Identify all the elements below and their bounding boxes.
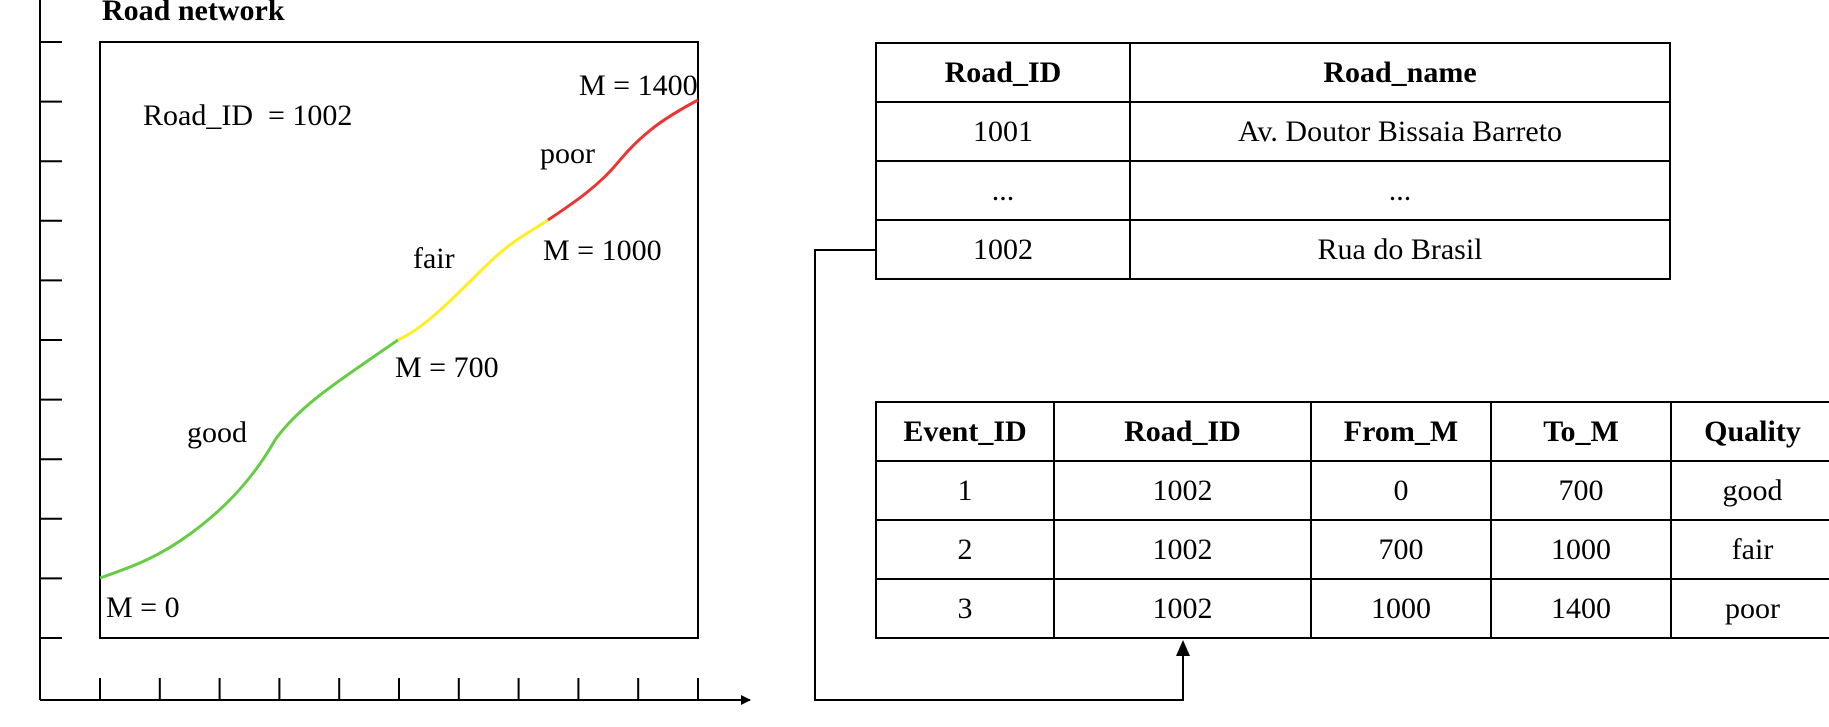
table-cell: ... xyxy=(875,160,1131,221)
measure-label-0: M = 0 xyxy=(106,591,180,624)
event-table: Event_ID Road_ID From_M To_M Quality 1 1… xyxy=(875,401,1829,639)
table-cell: 1 xyxy=(875,460,1055,521)
table-cell: Rua do Brasil xyxy=(1129,219,1671,280)
segment-fair xyxy=(397,218,549,342)
column-header: From_M xyxy=(1310,401,1492,462)
table-cell: 1000 xyxy=(1310,578,1492,639)
table-row: 2 1002 700 1000 fair xyxy=(875,519,1829,580)
x-axis-ticks xyxy=(99,678,699,700)
column-header: Quality xyxy=(1670,401,1829,462)
table-cell: poor xyxy=(1670,578,1829,639)
road-id-link-arrow xyxy=(1176,640,1190,656)
table-cell: 1002 xyxy=(1053,460,1312,521)
road-id-link-line xyxy=(814,249,1184,701)
table-cell: 3 xyxy=(875,578,1055,639)
table-cell: 1000 xyxy=(1490,519,1672,580)
table-cell: 1002 xyxy=(1053,519,1312,580)
column-header: Road_ID xyxy=(875,42,1131,103)
table-cell: fair xyxy=(1670,519,1829,580)
measure-label-1000: M = 1000 xyxy=(543,234,662,267)
segment-good xyxy=(99,338,399,580)
quality-label-fair: fair xyxy=(413,242,455,275)
road-table: Road_ID Road_name 1001 Av. Doutor Bissai… xyxy=(875,42,1671,280)
network-title: Road network xyxy=(102,0,285,27)
column-header: Road_ID xyxy=(1053,401,1312,462)
road-table-header: Road_ID Road_name xyxy=(875,42,1671,103)
table-cell: 0 xyxy=(1310,460,1492,521)
table-cell: 700 xyxy=(1490,460,1672,521)
event-table-header: Event_ID Road_ID From_M To_M Quality xyxy=(875,401,1829,462)
table-cell: good xyxy=(1670,460,1829,521)
column-header: Road_name xyxy=(1129,42,1671,103)
table-row: 1001 Av. Doutor Bissaia Barreto xyxy=(875,101,1671,162)
table-cell: 1001 xyxy=(875,101,1131,162)
table-row: ... ... xyxy=(875,160,1671,221)
table-cell: ... xyxy=(1129,160,1671,221)
y-axis-ticks xyxy=(40,41,62,639)
measure-label-700: M = 700 xyxy=(395,351,499,384)
table-row: 3 1002 1000 1400 poor xyxy=(875,578,1829,639)
quality-label-good: good xyxy=(187,416,247,449)
table-row: 1 1002 0 700 good xyxy=(875,460,1829,521)
column-header: To_M xyxy=(1490,401,1672,462)
column-header: Event_ID xyxy=(875,401,1055,462)
table-cell: 1002 xyxy=(1053,578,1312,639)
table-cell: 1400 xyxy=(1490,578,1672,639)
segment-poor xyxy=(547,98,699,222)
table-cell: 1002 xyxy=(875,219,1131,280)
road-id-label: Road_ID = 1002 xyxy=(143,99,352,132)
table-cell: 700 xyxy=(1310,519,1492,580)
measure-label-1400: M = 1400 xyxy=(579,69,698,102)
table-cell: Av. Doutor Bissaia Barreto xyxy=(1129,101,1671,162)
network-frame xyxy=(99,41,699,639)
table-row: 1002 Rua do Brasil xyxy=(875,219,1671,280)
quality-label-poor: poor xyxy=(540,137,595,170)
table-cell: 2 xyxy=(875,519,1055,580)
